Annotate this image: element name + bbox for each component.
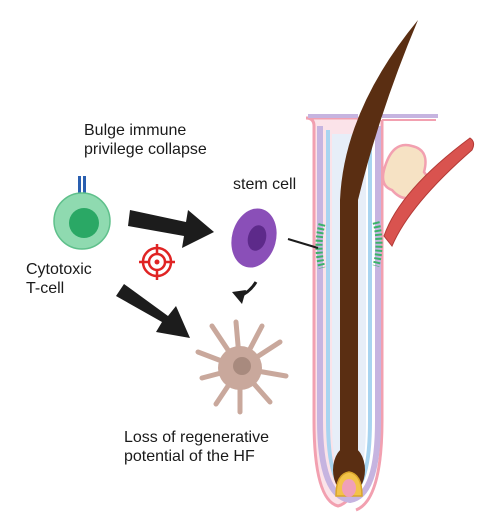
stem-cell-label: stem cell	[233, 175, 296, 194]
bulge-label-line-1: Bulge immune	[84, 122, 187, 139]
bulge-cells-left	[315, 223, 326, 269]
hair-shaft	[340, 20, 418, 470]
damaged-stem-cell	[195, 319, 289, 415]
arrow-tcell-to-stem	[128, 210, 214, 248]
arrector-pili-muscle	[383, 137, 475, 247]
tcell-receptor-right	[83, 176, 86, 194]
tcell-label-line-2: T-cell	[26, 280, 65, 297]
stem-cell-connector-line	[287, 238, 319, 249]
cytotoxic-tcell-label: Cytotoxic T-cell	[26, 260, 92, 298]
hair-follicle	[305, 20, 475, 512]
follicle-right-wall	[355, 120, 384, 512]
loss-label-line-1: Loss of regenerative	[124, 429, 269, 446]
loss-of-potential-label: Loss of regenerative potential of the HF	[124, 428, 269, 466]
bulge-label-line-2: privilege collapse	[84, 141, 207, 158]
cytotoxic-t-cell	[53, 176, 111, 250]
tcell-receptor-left	[78, 176, 81, 194]
target-icon	[139, 244, 175, 280]
loss-label-line-2: potential of the HF	[124, 448, 255, 465]
bulge-cells-right	[372, 221, 383, 267]
stem-cell-nucleus	[247, 225, 267, 251]
stem-cell-label-text: stem cell	[233, 176, 297, 193]
stem-cell	[231, 208, 277, 268]
arrow-tcell-to-dead	[116, 284, 190, 338]
curved-arrow-head	[232, 290, 246, 304]
outer-root-sheath	[317, 126, 381, 504]
papilla-core	[342, 479, 356, 497]
bulge-collapse-label: Bulge immune privilege collapse	[84, 121, 207, 159]
damaged-cell-nucleus	[233, 357, 251, 375]
tcell-nucleus	[69, 208, 99, 238]
arrows	[116, 210, 258, 338]
tcell-label-line-1: Cytotoxic	[26, 261, 92, 278]
